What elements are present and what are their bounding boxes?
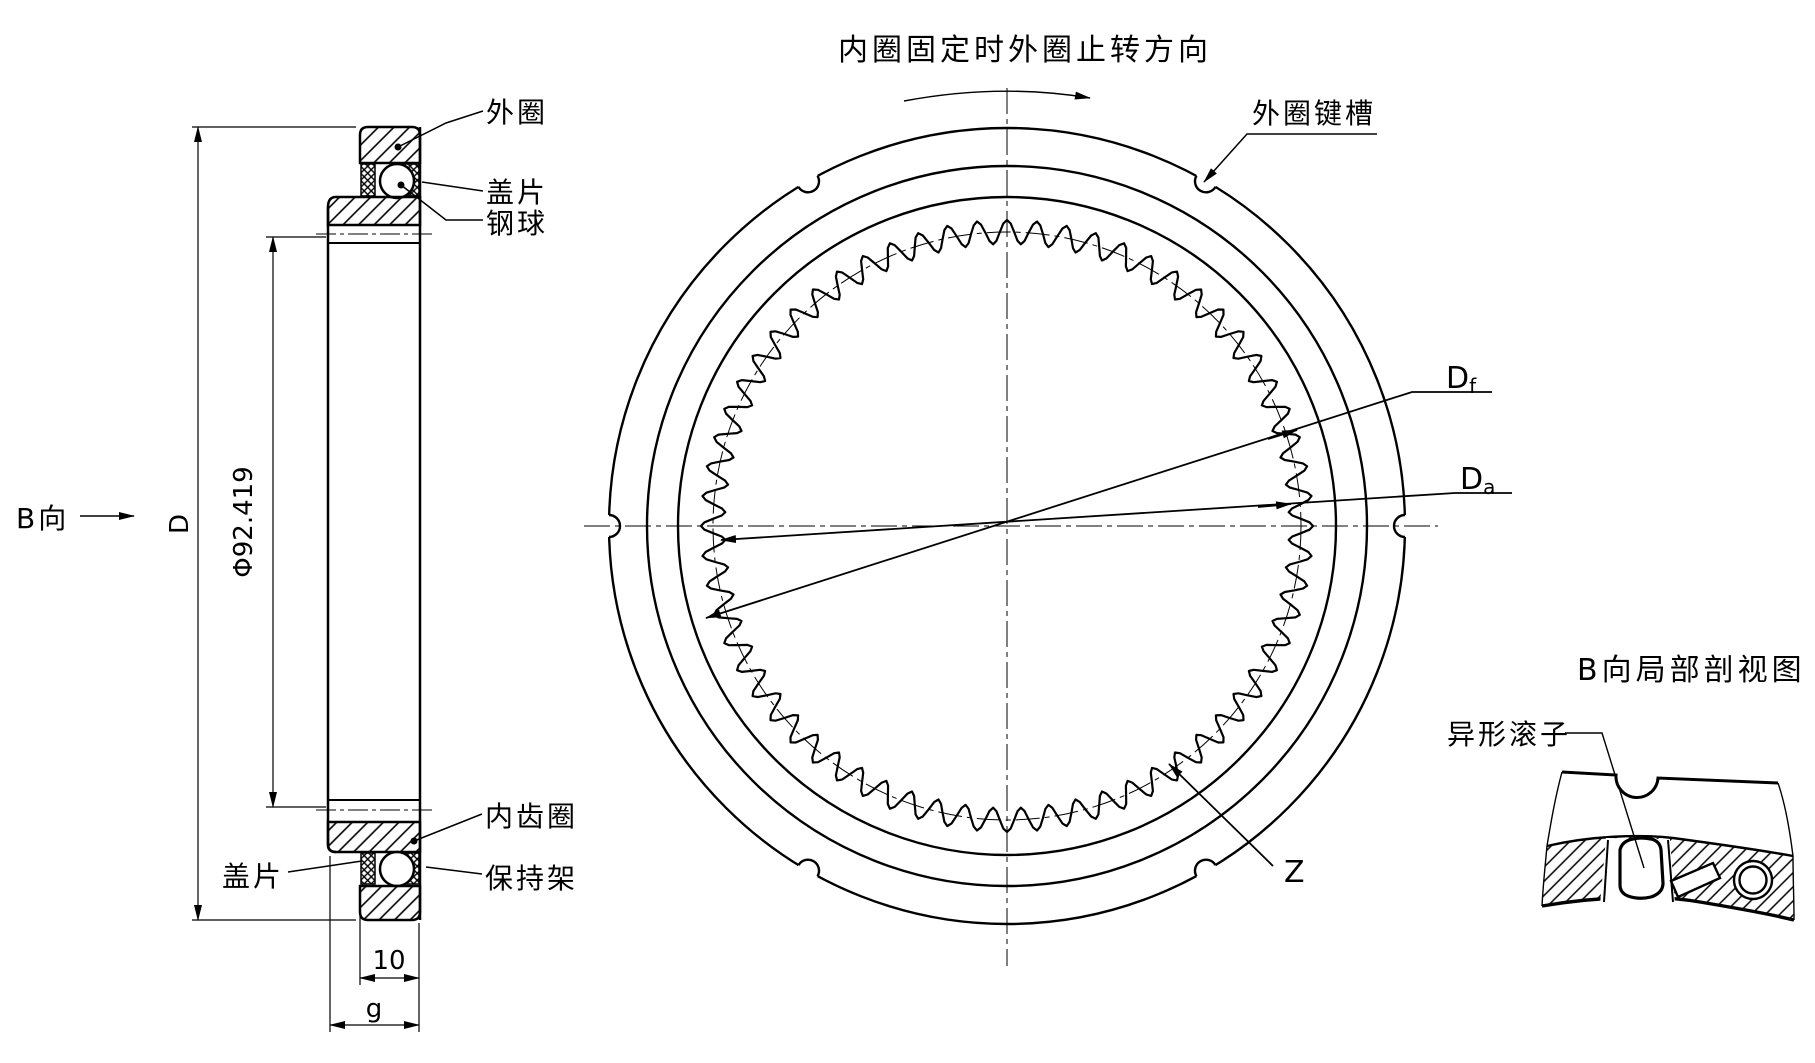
outer-ring-top-section [358, 125, 422, 165]
tooth-count-label: Z [1284, 855, 1305, 890]
plunger-block [1669, 861, 1722, 899]
detail-band-top-edge [1546, 834, 1794, 858]
gear-dia-label: Φ92.419 [229, 466, 259, 577]
pocket-wall-left [1603, 839, 1609, 903]
inner-ring-bottom-section [326, 820, 422, 854]
keyway-label: 外圈键槽 [1252, 97, 1376, 130]
leader-lines [287, 110, 484, 875]
leader-dot-outer-ring [394, 143, 402, 151]
steel-ball-top [378, 162, 416, 200]
inner-ring-top-section [326, 195, 422, 227]
steel-ball-bottom [378, 850, 416, 888]
view-direction-label: B向 [16, 502, 69, 535]
front-view: 内圈固定时外圈止转方向 外圈键槽 Df Da Z [584, 33, 1512, 966]
keyway-notch [791, 163, 821, 194]
detail-outer-edge [1561, 770, 1779, 799]
keyway-notch [791, 858, 821, 889]
root-dia-arrow2 [1267, 429, 1298, 440]
outer-ring-label: 外圈 [486, 96, 548, 129]
detail-band-bottom-edge [1541, 895, 1795, 922]
tip-dia-line [720, 492, 1512, 544]
steel-ball-label: 钢球 [486, 207, 548, 240]
width-10-label: 10 [372, 946, 405, 976]
roller-leader [1565, 732, 1645, 869]
body-left-edge [326, 207, 337, 854]
outer-ring-bottom-section [358, 884, 422, 922]
leader-dot-gear-ring [410, 837, 418, 845]
roller-label: 异形滚子 [1447, 718, 1571, 751]
cover-plate-top-left [360, 163, 376, 197]
detail-ball-inner [1738, 865, 1768, 895]
special-roller [1618, 836, 1665, 900]
outer-dia-label: D [165, 514, 195, 534]
root-dia-line [705, 391, 1492, 619]
cage-label: 保持架 [485, 862, 578, 895]
cover-plate-bottom-label: 盖片 [222, 860, 284, 893]
inner-gear-ring-label: 内齿圈 [485, 800, 578, 833]
tip-dia-label: Da [1460, 462, 1495, 499]
rotation-direction-arrow [903, 90, 1091, 102]
cover-plate-bottom-left [360, 852, 376, 885]
detail-view: B向局部剖视图 异形滚子 [1447, 653, 1806, 922]
tooth-count-leader [1168, 763, 1274, 867]
detail-title: B向局部剖视图 [1577, 653, 1806, 688]
pocket-wall-right [1667, 839, 1674, 903]
width-g-label: g [366, 994, 383, 1024]
tip-dia-arrow2 [1257, 501, 1292, 510]
rotation-note: 内圈固定时外圈止转方向 [838, 33, 1212, 68]
cover-plate-top-label: 盖片 [486, 176, 548, 209]
section-view: 外圈 盖片 钢球 内齿圈 保持架 盖片 D Φ92.419 10 g B向 [16, 96, 578, 1032]
keyway-notch [1193, 858, 1223, 889]
leader-dot-steel-ball [397, 181, 405, 189]
keyway-leader [1203, 133, 1377, 183]
root-dia-label: Df [1446, 361, 1477, 398]
